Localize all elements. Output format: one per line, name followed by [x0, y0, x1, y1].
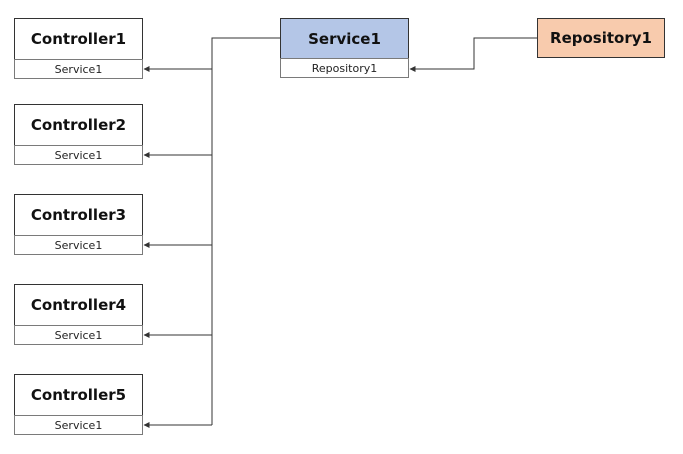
controller1-title: Controller1	[14, 18, 143, 60]
service-title: Service1	[280, 18, 409, 59]
service-dependency-field: Repository1	[280, 58, 409, 78]
controller4-node[interactable]: Controller4 Service1	[14, 284, 143, 346]
controller2-dependency-field: Service1	[14, 145, 143, 165]
controller1-dependency-field: Service1	[14, 59, 143, 79]
controller5-title: Controller5	[14, 374, 143, 416]
controller4-dependency-field: Service1	[14, 325, 143, 345]
controller4-title: Controller4	[14, 284, 143, 326]
service-trunk-connector	[211, 37, 280, 425]
controller1-node[interactable]: Controller1 Service1	[14, 18, 143, 80]
service-node[interactable]: Service1 Repository1	[280, 18, 409, 79]
controller3-title: Controller3	[14, 194, 143, 236]
controller3-node[interactable]: Controller3 Service1	[14, 194, 143, 256]
repository-title: Repository1	[537, 18, 665, 58]
repository-to-service-connector	[409, 37, 537, 72]
controller3-dependency-field: Service1	[14, 235, 143, 255]
controller2-node[interactable]: Controller2 Service1	[14, 104, 143, 166]
controller5-node[interactable]: Controller5 Service1	[14, 374, 143, 436]
controller5-dependency-field: Service1	[14, 415, 143, 435]
controller2-title: Controller2	[14, 104, 143, 146]
repository-node[interactable]: Repository1	[537, 18, 665, 58]
